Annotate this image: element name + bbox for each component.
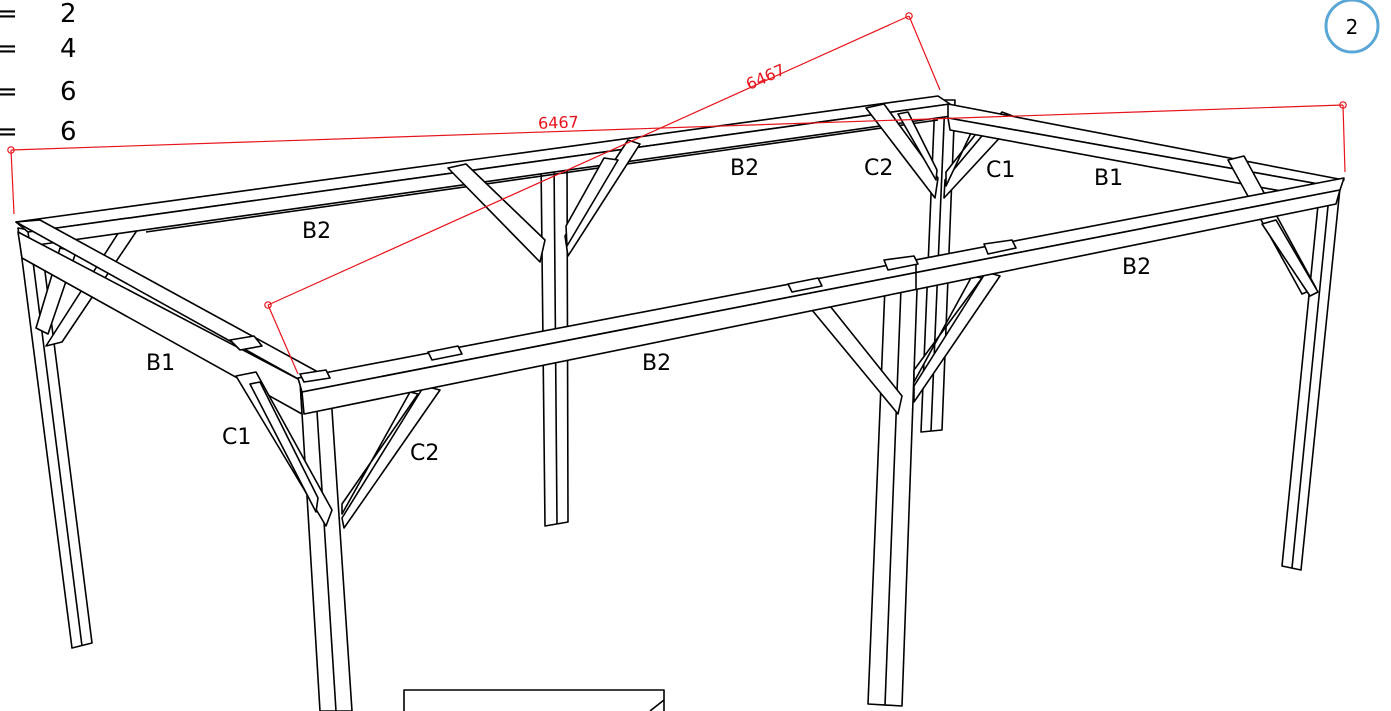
length-dimension-value: 6467 <box>538 112 579 132</box>
diagonal-dim-end-left <box>264 301 272 309</box>
part-labels: B2 B2 C2 C1 B1 B2 B1 B2 C1 C2 <box>146 156 1151 466</box>
right-end-beam <box>947 103 1345 201</box>
step-ring <box>1324 0 1380 54</box>
front-beam <box>297 177 1345 415</box>
label-b1-left: B1 <box>146 351 175 376</box>
braces-right-corner <box>1227 155 1319 297</box>
parts-row-3-eq: = <box>0 77 18 107</box>
diagonal-dimension-line <box>267 15 910 306</box>
label-b2-front-mid: B2 <box>642 351 671 376</box>
parts-row-4-eq: = <box>0 117 18 147</box>
parts-row-3-qty: 6 <box>60 77 77 107</box>
label-c2-front: C2 <box>410 441 439 466</box>
diagonal-dimension-value: 6467 <box>743 60 788 94</box>
length-dimension-line <box>10 104 1344 151</box>
length-dim-end-right <box>1339 101 1347 109</box>
label-c1-front: C1 <box>222 425 251 450</box>
saddle-blocks <box>229 239 1017 383</box>
parts-row-2-qty: 4 <box>60 34 77 64</box>
step-number: 2 <box>1346 15 1359 39</box>
length-dim-end-left <box>7 146 15 154</box>
label-c2-back: C2 <box>864 156 893 181</box>
parts-row-1-qty: 2 <box>60 0 77 29</box>
front-left-post <box>299 379 353 711</box>
braces-front-left <box>235 371 441 529</box>
braces-back-middle <box>447 139 641 263</box>
label-c1-back: C1 <box>986 158 1015 183</box>
diagonal-dim-end-right <box>905 12 913 20</box>
label-b2-back-left: B2 <box>302 219 331 244</box>
front-middle-post <box>867 261 919 707</box>
label-b1-right: B1 <box>1094 166 1123 191</box>
label-b2-back-mid: B2 <box>730 156 759 181</box>
frame-structure <box>15 95 1345 711</box>
dimension-lines <box>7 12 1347 375</box>
parts-list: = 2 = 4 = 6 = 6 <box>0 0 77 147</box>
parts-row-4-qty: 6 <box>60 117 77 147</box>
parts-row-2-eq: = <box>0 34 18 64</box>
step-indicator: 2 <box>1324 0 1380 54</box>
bottom-panel <box>403 689 665 711</box>
back-beam <box>15 95 952 247</box>
parts-row-1-eq: = <box>0 0 18 29</box>
label-b2-front-right: B2 <box>1122 255 1151 280</box>
